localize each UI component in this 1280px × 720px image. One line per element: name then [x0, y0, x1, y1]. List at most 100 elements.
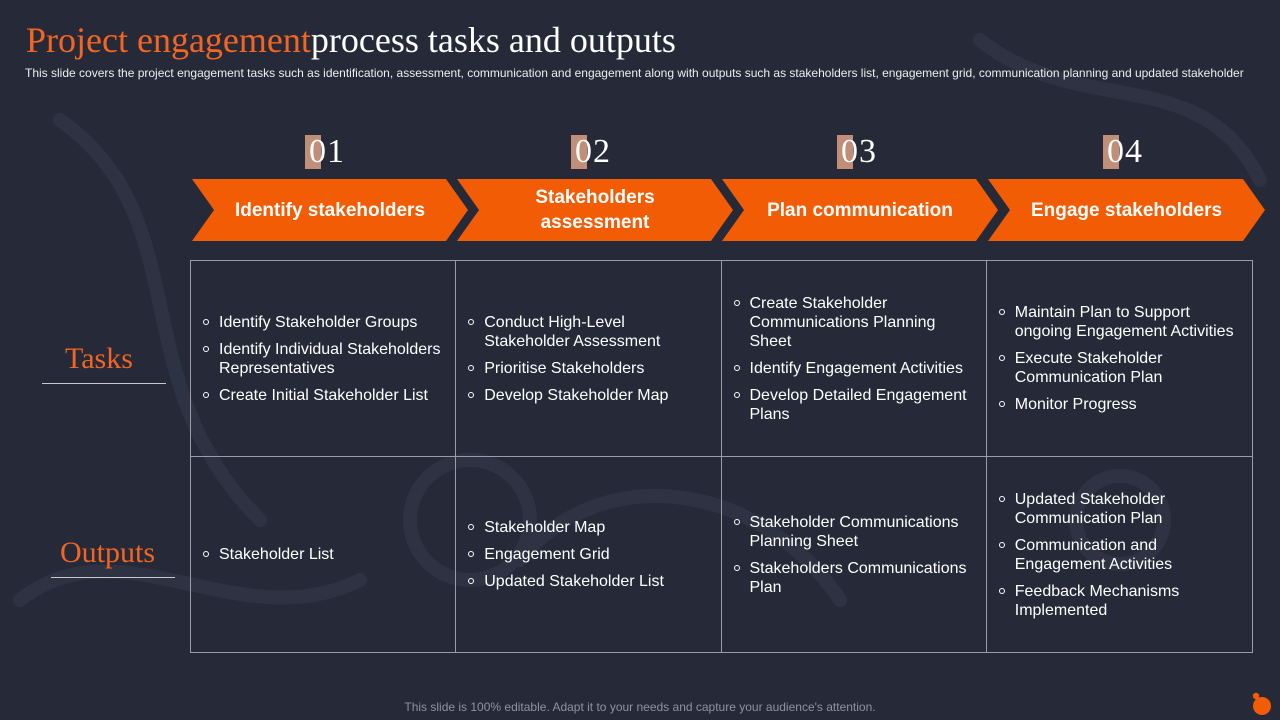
circle-bullet-icon [468, 524, 475, 530]
list-item: Identify Individual Stakeholders Represe… [203, 340, 441, 378]
tasks-cell-communication: Create Stakeholder Communications Planni… [721, 261, 987, 457]
step-arrow-communication: Plan communication [722, 179, 998, 241]
list-item: Develop Stakeholder Map [468, 386, 706, 405]
list-item: Stakeholder Map [468, 518, 706, 537]
title-accent: Project engagement [26, 20, 311, 60]
list-item-text: Stakeholder Map [484, 519, 606, 536]
list-item: Identify Stakeholder Groups [203, 313, 441, 332]
step-number-4: 04 [1103, 132, 1143, 172]
list-item-text: Stakeholders Communications Plan [749, 559, 967, 596]
subtitle: This slide covers the project engagement… [25, 66, 1244, 80]
list-item-text: Execute Stakeholder Communication Plan [1014, 350, 1163, 386]
bullet-list: Stakeholder Communications Planning Shee… [733, 505, 972, 605]
step-label: Stakeholders assessment [535, 187, 655, 233]
list-item: Updated Stakeholder List [468, 572, 706, 591]
list-item: Monitor Progress [998, 395, 1238, 414]
outputs-row-label: Outputs [60, 536, 156, 569]
list-item: Engagement Grid [468, 545, 706, 564]
circle-bullet-icon [733, 518, 740, 525]
list-item: Execute Stakeholder Communication Plan [998, 349, 1238, 387]
step-number-1: 01 [305, 132, 345, 172]
list-item-text: Create Stakeholder Communications Planni… [749, 294, 936, 350]
list-item-text: Identify Stakeholder Groups [219, 313, 418, 331]
step-label: Identify stakeholders [234, 199, 426, 221]
tasks-row-label: Tasks [65, 342, 133, 375]
circle-bullet-icon [733, 364, 740, 371]
list-item-text: Updated Stakeholder Communication Plan [1014, 490, 1166, 527]
list-item-text: Updated Stakeholder List [484, 573, 664, 590]
outputs-cell-communication: Stakeholder Communications Planning Shee… [722, 457, 987, 652]
outputs-cell-identify: Stakeholder List [191, 457, 457, 652]
list-item-text: Stakeholder List [219, 546, 334, 563]
circle-bullet-icon [468, 364, 475, 371]
number-tab-decoration [305, 135, 321, 169]
tasks-cell-engage: Maintain Plan to Support ongoing Engagem… [986, 261, 1252, 457]
list-item: Updated Stakeholder Communication Plan [998, 490, 1238, 528]
list-item-text: Stakeholder Communications Planning Shee… [749, 513, 959, 550]
orange-logo-icon [1252, 692, 1271, 715]
footer-note: This slide is 100% editable. Adapt it to… [404, 700, 876, 714]
step-arrow-engage: Engage stakeholders [988, 179, 1265, 241]
circle-bullet-icon [468, 551, 475, 557]
step-number-text: 04 [1107, 133, 1143, 170]
step-label: Plan communication [767, 199, 953, 221]
number-tab-decoration [837, 135, 853, 169]
list-item: Communication and Engagement Activities [998, 536, 1238, 574]
list-item-text: Create Initial Stakeholder List [219, 386, 428, 404]
list-item-text: Identify Individual Stakeholders Represe… [219, 340, 441, 377]
list-item: Conduct High-Level Stakeholder Assessmen… [468, 313, 706, 351]
step-number-2: 02 [571, 132, 611, 172]
step-arrow-assessment: Stakeholders assessment [457, 179, 733, 241]
list-item-text: Identify Engagement Activities [749, 359, 963, 377]
list-item: Prioritise Stakeholders [468, 359, 706, 378]
list-item: Develop Detailed Engagement Plans [733, 386, 972, 424]
number-tab-decoration [1103, 135, 1119, 169]
list-item-text: Engagement Grid [484, 546, 610, 563]
list-item-text: Develop Stakeholder Map [484, 386, 669, 404]
circle-bullet-icon [203, 345, 209, 352]
list-item-text: Prioritise Stakeholders [484, 359, 645, 377]
circle-bullet-icon [998, 401, 1005, 407]
list-item-text: Maintain Plan to Support ongoing Engagem… [1014, 304, 1234, 340]
list-item: Identify Engagement Activities [733, 359, 972, 378]
list-item: Maintain Plan to Support ongoing Engagem… [998, 303, 1238, 341]
step-number-text: 02 [575, 133, 611, 170]
circle-bullet-icon [203, 318, 209, 325]
step-arrow-identify: Identify stakeholders [192, 179, 468, 241]
title-rest: process tasks and outputs [310, 20, 676, 60]
list-item: Stakeholders Communications Plan [733, 559, 972, 597]
circle-bullet-icon [468, 318, 475, 325]
list-item: Create Initial Stakeholder List [203, 386, 441, 405]
list-item-text: Conduct High-Level Stakeholder Assessmen… [484, 313, 661, 350]
page-title: Project engagementprocess tasks and outp… [26, 18, 676, 62]
circle-bullet-icon [998, 355, 1005, 361]
bullet-list: Stakeholder List [203, 537, 441, 572]
number-tab-decoration [571, 135, 587, 169]
step-number-3: 03 [837, 132, 877, 172]
circle-bullet-icon [203, 391, 209, 398]
circle-bullet-icon [998, 587, 1005, 594]
circle-bullet-icon [998, 495, 1005, 502]
step-number-text: 03 [841, 133, 877, 170]
list-item-text: Communication and Engagement Activities [1014, 536, 1173, 573]
outputs-underline [51, 577, 175, 578]
tasks-cell-assessment: Conduct High-Level Stakeholder Assessmen… [456, 261, 722, 457]
circle-bullet-icon [733, 564, 740, 571]
list-item: Stakeholder Communications Planning Shee… [733, 513, 972, 551]
list-item: Stakeholder List [203, 545, 441, 564]
circle-bullet-icon [998, 541, 1005, 548]
bullet-list: Create Stakeholder Communications Planni… [733, 286, 972, 432]
step-number-text: 01 [309, 133, 345, 170]
list-item: Feedback Mechanisms Implemented [998, 582, 1238, 620]
bullet-list: Maintain Plan to Support ongoing Engagem… [998, 295, 1238, 422]
list-item-text: Feedback Mechanisms Implemented [1014, 582, 1180, 619]
step-label: Engage stakeholders [1030, 199, 1223, 221]
list-item-text: Develop Detailed Engagement Plans [749, 386, 967, 423]
